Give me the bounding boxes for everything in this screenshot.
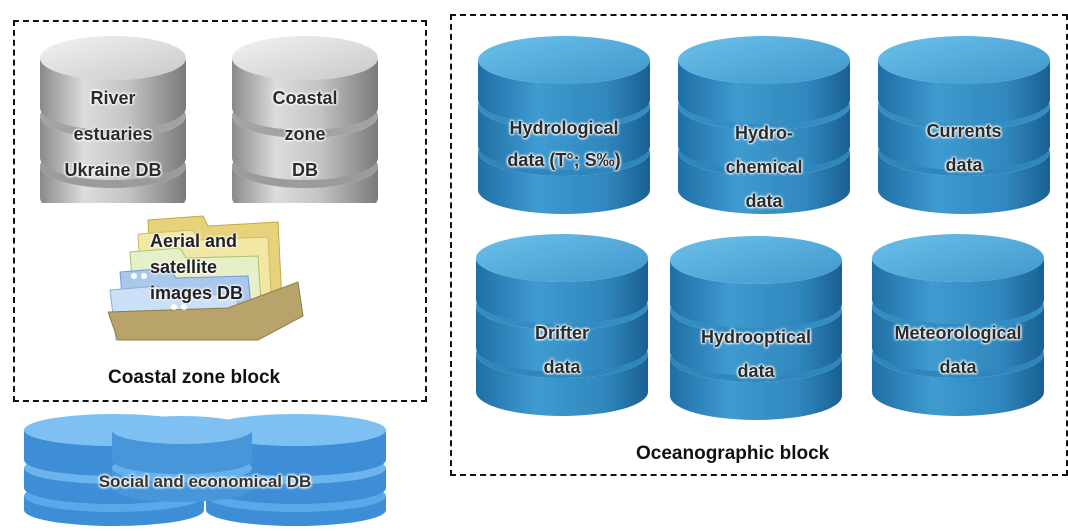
hydrological-data-cylinder: Hydrological data (T°; S‰): [476, 34, 652, 216]
meteorological-data-cylinder: Meteorological data: [870, 232, 1046, 420]
river-estuaries-db-cylinder: River estuaries Ukraine DB: [38, 28, 188, 203]
database-icon: [232, 36, 378, 203]
hydro-chemical-data-cylinder: Hydro- chemical data: [676, 34, 852, 216]
coastal-zone-db-cylinder: Coastal zone DB: [230, 28, 380, 203]
images-db-label: Aerial and satellite images DB: [150, 228, 290, 306]
folder-icon: [107, 212, 308, 342]
images-db-label-line: images DB: [150, 283, 244, 303]
images-db-label-line: Aerial and: [150, 231, 238, 251]
oceanographic-block-label: Oceanographic block: [636, 443, 830, 464]
hydrooptical-data-cylinder: Hydrooptical data: [668, 234, 844, 424]
database-icon: [872, 234, 1044, 416]
coastal-zone-block: [13, 20, 427, 402]
images-db-label-line: satellite: [150, 257, 218, 277]
coastal-zone-block-label: Coastal zone block: [108, 367, 281, 388]
currents-data-cylinder: Currents data: [876, 34, 1052, 216]
database-icon: [476, 234, 648, 416]
database-icon: [40, 36, 186, 203]
social-economical-db-label: Social and economical DB: [98, 472, 312, 491]
database-icon: [878, 36, 1050, 214]
oceanographic-block: [450, 14, 1068, 476]
social-economical-db-icon: [20, 408, 390, 526]
database-icon: [670, 236, 842, 420]
drifter-data-cylinder: Drifter data: [474, 232, 650, 420]
database-icon: [478, 36, 650, 214]
database-icon: [678, 36, 850, 214]
